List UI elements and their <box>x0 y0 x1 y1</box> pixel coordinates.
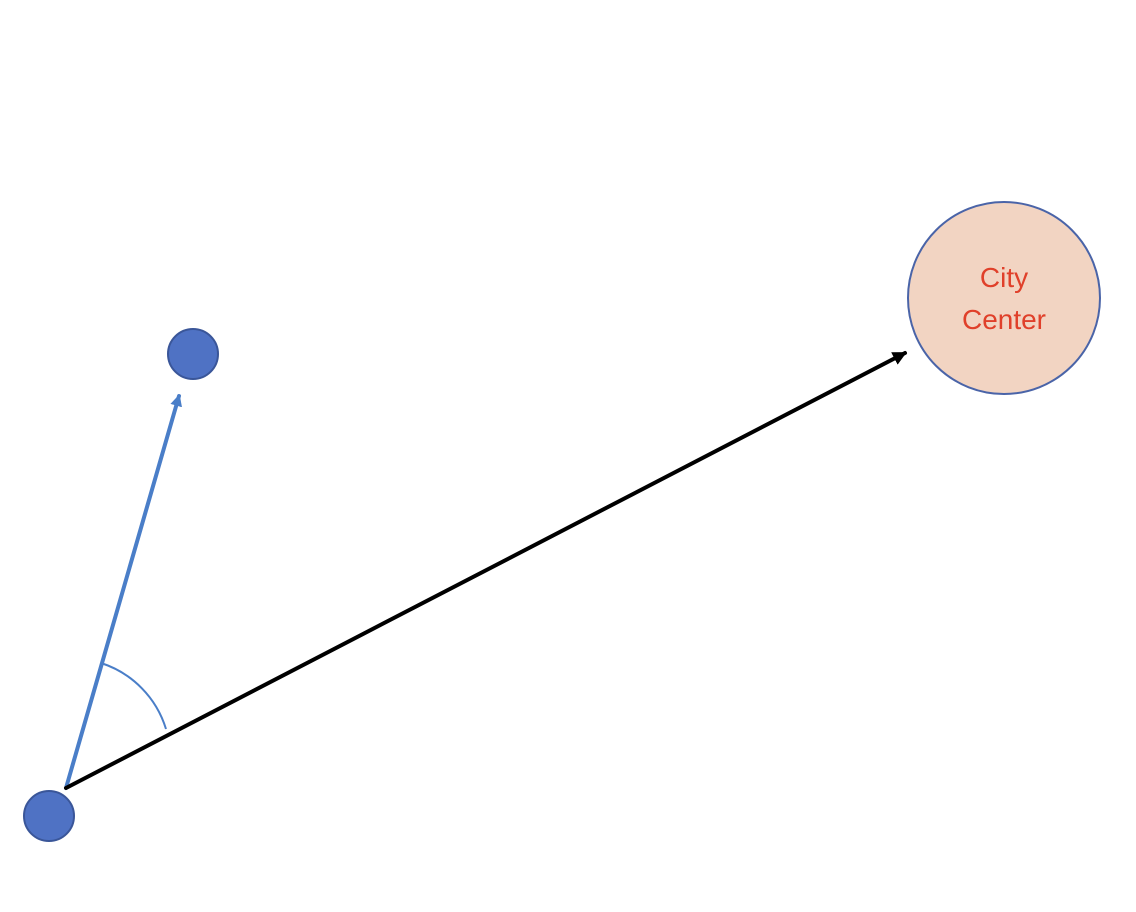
angle-arc <box>100 662 167 730</box>
city-center-label-line1: City <box>980 262 1028 293</box>
city-center-circle <box>907 201 1101 395</box>
city-center-node: City Center <box>907 201 1101 395</box>
city-center-label-line2: Center <box>962 304 1046 335</box>
origin-node <box>23 790 75 842</box>
city-center-arrow <box>64 351 907 790</box>
direction-arrow <box>64 394 182 790</box>
target-node <box>167 328 219 380</box>
